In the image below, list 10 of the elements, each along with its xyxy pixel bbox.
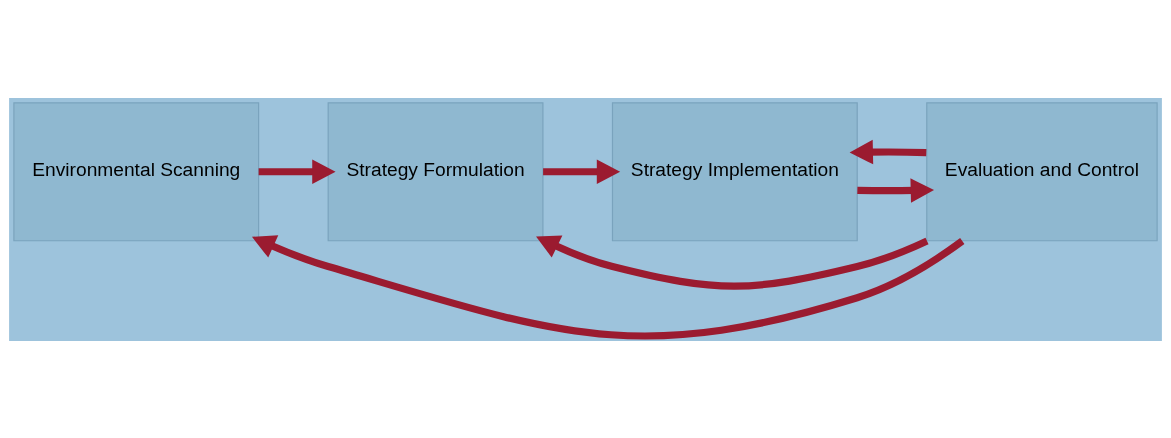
arrow	[536, 235, 929, 290]
arrow	[849, 139, 927, 164]
arrow	[857, 177, 935, 203]
node-box: Environmental Scanning	[13, 101, 260, 241]
arrow	[258, 159, 336, 184]
arrow	[251, 234, 965, 339]
node-box: Evaluation and Control	[926, 101, 1158, 241]
node-box: Strategy Implementation	[611, 101, 858, 241]
node-box: Strategy Formulation	[327, 101, 544, 241]
arrow	[543, 159, 621, 184]
